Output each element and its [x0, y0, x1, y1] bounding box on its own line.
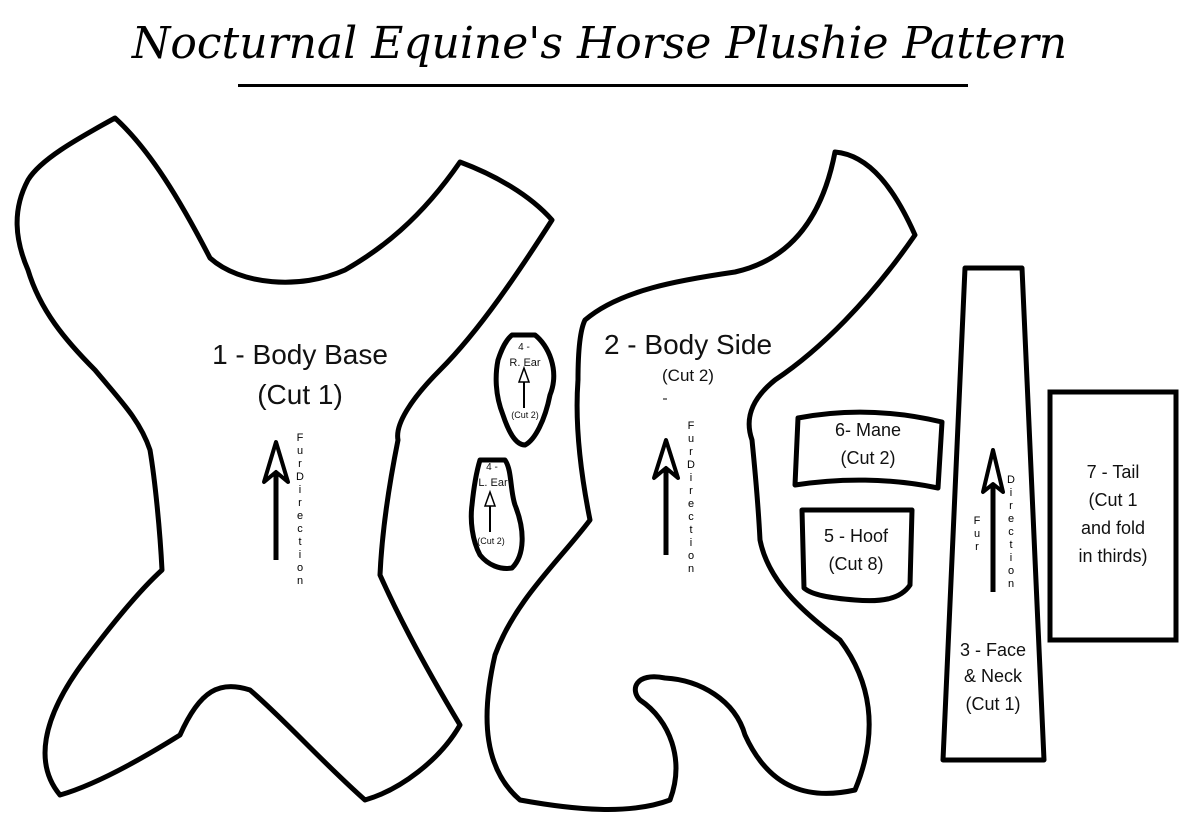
left-ear-label: L. Ear [478, 477, 508, 489]
hoof-label: 5 - Hoof [823, 526, 889, 546]
body-side-piece [484, 149, 918, 812]
left-ear-number: 4 - [486, 462, 498, 473]
right-ear-arrowhead [517, 365, 531, 383]
left-ear-piece [468, 457, 525, 571]
left-ear-arrowhead [483, 489, 497, 507]
hoof-cut: (Cut 8) [828, 554, 884, 574]
body-side-arrowhead [652, 438, 680, 480]
right-ear-cut: (Cut 2) [511, 410, 539, 420]
face-neck-label-line2: & Neck [963, 666, 1023, 686]
hoof-piece [799, 507, 915, 604]
body-side-label: 2 - Body Side [603, 329, 773, 360]
mane-piece [792, 409, 945, 491]
face-neck-fur-text: F u r [973, 515, 981, 553]
mane-cut: (Cut 2) [840, 448, 896, 468]
body-base-arrowhead [262, 440, 290, 484]
face-neck-cut: (Cut 1) [965, 694, 1021, 714]
body-side-cut: (Cut 2) [662, 366, 714, 385]
body-base-piece [14, 115, 555, 803]
tail-cut-line: (Cut 1 [1088, 490, 1138, 510]
body-base-fur-direction-text: F u r D i r e c t i o n [296, 432, 304, 587]
tail-thirds-line: in thirds) [1078, 546, 1148, 566]
body-base-cut: (Cut 1) [257, 379, 343, 410]
body-base-label: 1 - Body Base [212, 339, 388, 370]
face-neck-arrowhead [981, 448, 1005, 494]
tail-piece [1047, 389, 1179, 643]
left-ear-cut: (Cut 2) [477, 536, 505, 546]
title-underline [238, 84, 968, 87]
face-neck-label-line1: 3 - Face [959, 640, 1027, 660]
tail-label: 7 - Tail [1086, 462, 1140, 482]
mane-label: 6- Mane [834, 420, 902, 440]
body-side-fur-direction-text: F u r D i r e c t i o n [687, 420, 695, 575]
right-ear-number: 4 - [518, 342, 530, 353]
page-title: Nocturnal Equine's Horse Plushie Pattern [131, 18, 1068, 69]
face-neck-direction-text: D i r e c t i o n [1007, 474, 1015, 590]
tail-fold-line: and fold [1080, 518, 1146, 538]
right-ear-label: R. Ear [509, 357, 541, 369]
